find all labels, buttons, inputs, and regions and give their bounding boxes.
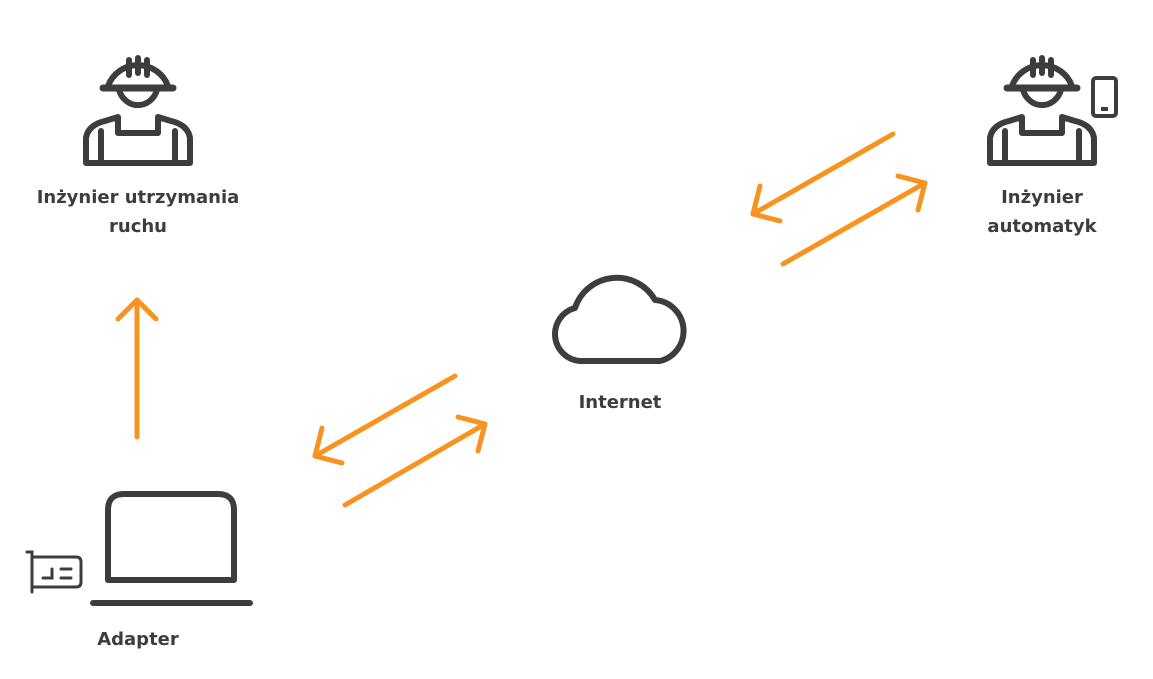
- adapter-label: Adapter: [97, 629, 179, 650]
- maintenance-engineer-icon: [86, 58, 190, 163]
- automation-engineer-label: Inżynier automatyk: [962, 183, 1122, 241]
- adapter-card-icon: [25, 550, 83, 594]
- automation-engineer-label-line2: automatyk: [987, 216, 1097, 237]
- laptop-icon: [90, 491, 253, 606]
- arrow-internet-to-automation-engineer: [780, 173, 928, 267]
- arrow-adapter-to-internet: [342, 414, 488, 508]
- arrow-internet-to-adapter: [312, 373, 458, 466]
- arrow-automation-engineer-to-internet: [750, 131, 896, 224]
- maintenance-engineer-label: Inżynier utrzymania ruchu: [36, 187, 240, 237]
- smartphone-icon: [1091, 76, 1118, 118]
- cloud-icon: [552, 274, 687, 364]
- automation-engineer-icon: [990, 58, 1094, 163]
- arrow-adapter-to-maintenance-engineer: [115, 297, 159, 440]
- arrows: [115, 131, 928, 508]
- automation-engineer-label-line1: Inżynier: [1001, 187, 1083, 208]
- internet-label: Internet: [578, 392, 662, 413]
